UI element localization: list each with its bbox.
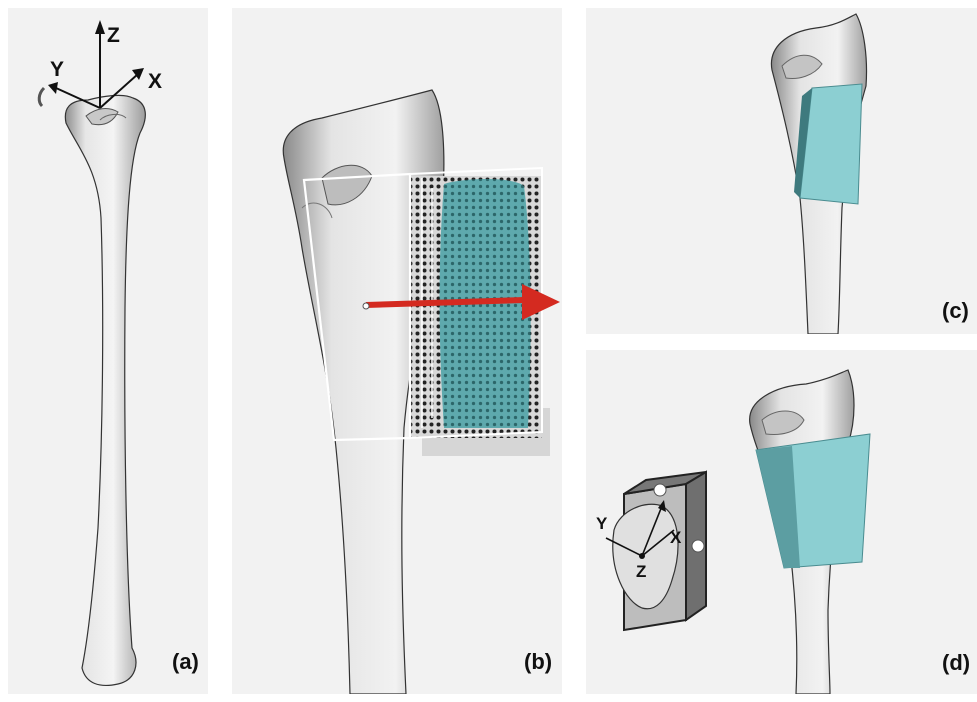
panel-label-a: (a)	[172, 649, 199, 675]
panel-b: (b)	[232, 8, 562, 694]
tibia-bone-full	[8, 8, 208, 694]
x-axis-label-d: X	[670, 528, 681, 548]
z-axis-label: Z	[107, 24, 120, 48]
tibia-with-implant-c	[586, 8, 977, 334]
panel-label-c: (c)	[942, 298, 969, 324]
panel-label-d: (d)	[942, 650, 970, 676]
panel-d: Y X Z (d)	[586, 350, 977, 694]
panel-c: (c)	[586, 8, 977, 334]
tibia-bone-zoomed	[232, 8, 562, 694]
x-axis-label: X	[148, 70, 162, 94]
y-axis-label-d: Y	[596, 514, 607, 534]
z-axis-label-d: Z	[636, 562, 646, 582]
panel-a: Z Y X (a)	[8, 8, 208, 694]
tibia-with-implant-d	[586, 350, 977, 694]
y-axis-label: Y	[50, 58, 64, 82]
panel-label-b: (b)	[524, 649, 552, 675]
